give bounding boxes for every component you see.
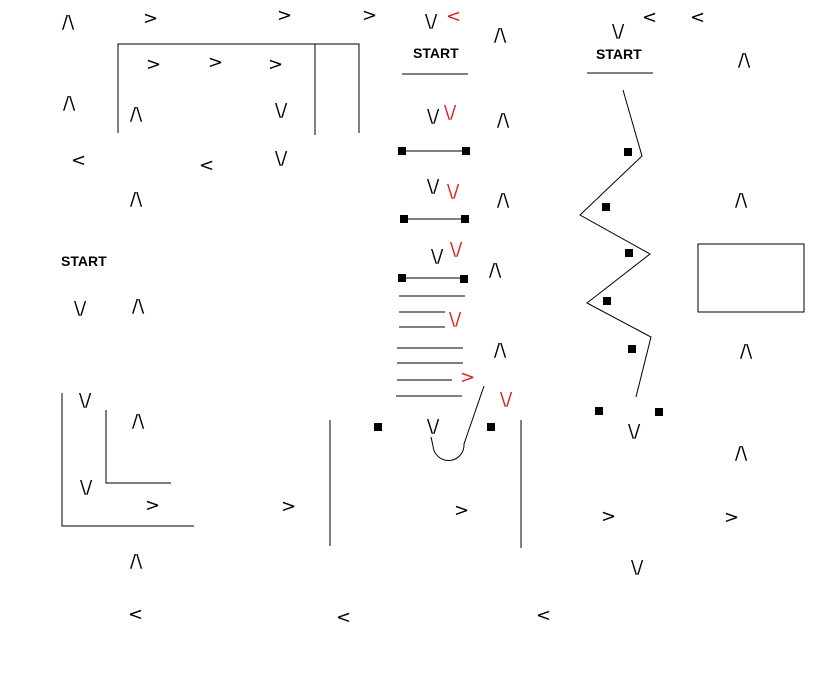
arrow-down-icon: \/	[449, 309, 462, 330]
arrow-down-icon: \/	[80, 477, 93, 498]
arrow-up-icon: /\	[132, 296, 145, 317]
arrow-up-icon: /\	[130, 189, 143, 210]
arrow-right-icon: >	[601, 506, 616, 527]
arrow-up-icon: /\	[497, 110, 510, 131]
arrow-down-icon: \/	[447, 181, 460, 202]
arrow-right-icon: >	[281, 496, 296, 517]
arrow-up-icon: /\	[497, 190, 510, 211]
waypoint-markers	[374, 147, 663, 431]
arrow-left-icon: <	[690, 7, 705, 28]
arrow-down-icon: \/	[427, 106, 440, 127]
arrow-up-icon: /\	[62, 12, 75, 33]
right-box	[697, 243, 805, 313]
arrow-up-icon: /\	[130, 104, 143, 125]
arrow-right-icon: >	[146, 54, 161, 75]
direction-arrows: /\>>>\/</\\/<<>>>/\/\/\\/\/\//\<<\//\\/\…	[62, 5, 753, 628]
arrow-up-icon: /\	[735, 190, 748, 211]
start-label-middle: START	[413, 45, 459, 61]
arrow-up-icon: /\	[63, 93, 76, 114]
arrow-left-icon: <	[642, 7, 657, 28]
arrow-down-icon: \/	[631, 557, 644, 578]
arrow-down-icon: \/	[425, 11, 438, 32]
arrow-left-icon: <	[336, 607, 351, 628]
arrow-down-icon: \/	[79, 390, 92, 411]
zigzag-path	[579, 89, 652, 398]
middle-lane	[329, 150, 522, 548]
arrow-right-icon: >	[277, 5, 292, 26]
arrow-right-icon: >	[454, 500, 469, 521]
arrow-up-icon: /\	[740, 341, 753, 362]
corner-walls	[61, 393, 194, 527]
arrow-down-icon: \/	[275, 148, 288, 169]
arrow-down-icon: \/	[628, 421, 641, 442]
arrow-down-icon: \/	[444, 102, 457, 123]
arrow-down-icon: \/	[500, 389, 513, 410]
arrow-left-icon: <	[536, 605, 551, 626]
start-label-right: START	[596, 46, 642, 62]
top-box-walls	[117, 43, 360, 135]
arrow-down-icon: \/	[450, 239, 463, 260]
arrow-left-icon: <	[199, 155, 214, 176]
arrow-right-icon: >	[208, 52, 223, 73]
arrow-down-icon: \/	[74, 298, 87, 319]
arrow-down-icon: \/	[427, 176, 440, 197]
arrow-right-icon: >	[145, 495, 160, 516]
arrow-left-icon: <	[128, 604, 143, 625]
arrow-down-icon: \/	[431, 246, 444, 267]
arrow-left-icon: <	[446, 6, 461, 27]
arrow-right-icon: >	[268, 54, 283, 75]
arrow-up-icon: /\	[489, 260, 502, 281]
arrow-right-icon: >	[724, 507, 739, 528]
arrow-up-icon: /\	[494, 25, 507, 46]
arrow-right-icon: >	[362, 5, 377, 26]
arrow-right-icon: >	[460, 367, 475, 388]
arrow-up-icon: /\	[738, 50, 751, 71]
arrow-up-icon: /\	[494, 340, 507, 361]
start-label-left: START	[61, 253, 107, 269]
arrow-down-icon: \/	[275, 100, 288, 121]
arrow-up-icon: /\	[735, 443, 748, 464]
arrow-left-icon: <	[71, 150, 86, 171]
arrow-down-icon: \/	[427, 416, 440, 437]
arrow-up-icon: /\	[132, 411, 145, 432]
arrow-down-icon: \/	[612, 21, 625, 42]
arrow-up-icon: /\	[130, 551, 143, 572]
arrow-right-icon: >	[143, 8, 158, 29]
